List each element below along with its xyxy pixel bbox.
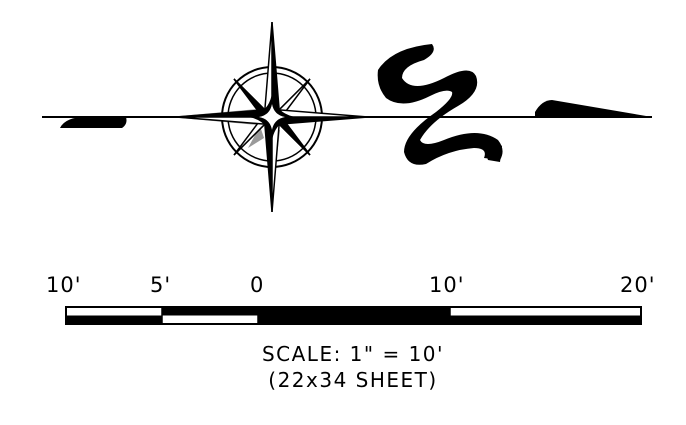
scale-label-20: 20' bbox=[620, 273, 656, 297]
scale-segment-2-bottom bbox=[162, 315, 258, 324]
scale-bar: 10' 5' 0 10' 20' SCALE: 1" = 10' (22x34 … bbox=[46, 273, 656, 392]
svg-text:N: N bbox=[0, 0, 1, 1]
scale-bar-border bbox=[65, 306, 642, 325]
left-tail-swash bbox=[60, 116, 127, 128]
scale-segment-1-top bbox=[66, 307, 162, 316]
scale-label-10-left: 10' bbox=[46, 273, 82, 297]
scale-segment-4-top bbox=[450, 307, 641, 316]
scale-segment-3 bbox=[258, 307, 450, 324]
scale-label-0: 0 bbox=[250, 273, 264, 297]
scale-caption: SCALE: 1" = 10' bbox=[262, 342, 444, 366]
north-arrow: N bbox=[0, 0, 652, 213]
east-arrow-head bbox=[535, 100, 652, 117]
scale-segment-2-top bbox=[162, 307, 258, 316]
scale-label-10-right: 10' bbox=[429, 273, 465, 297]
compass-center-highlight bbox=[259, 104, 285, 130]
north-letter-swash: N bbox=[0, 0, 503, 165]
scale-label-5: 5' bbox=[150, 273, 171, 297]
sheet-size-caption: (22x34 SHEET) bbox=[268, 368, 437, 392]
scale-segment-1-bottom bbox=[66, 315, 162, 324]
scale-segment-4-bottom bbox=[450, 315, 641, 324]
